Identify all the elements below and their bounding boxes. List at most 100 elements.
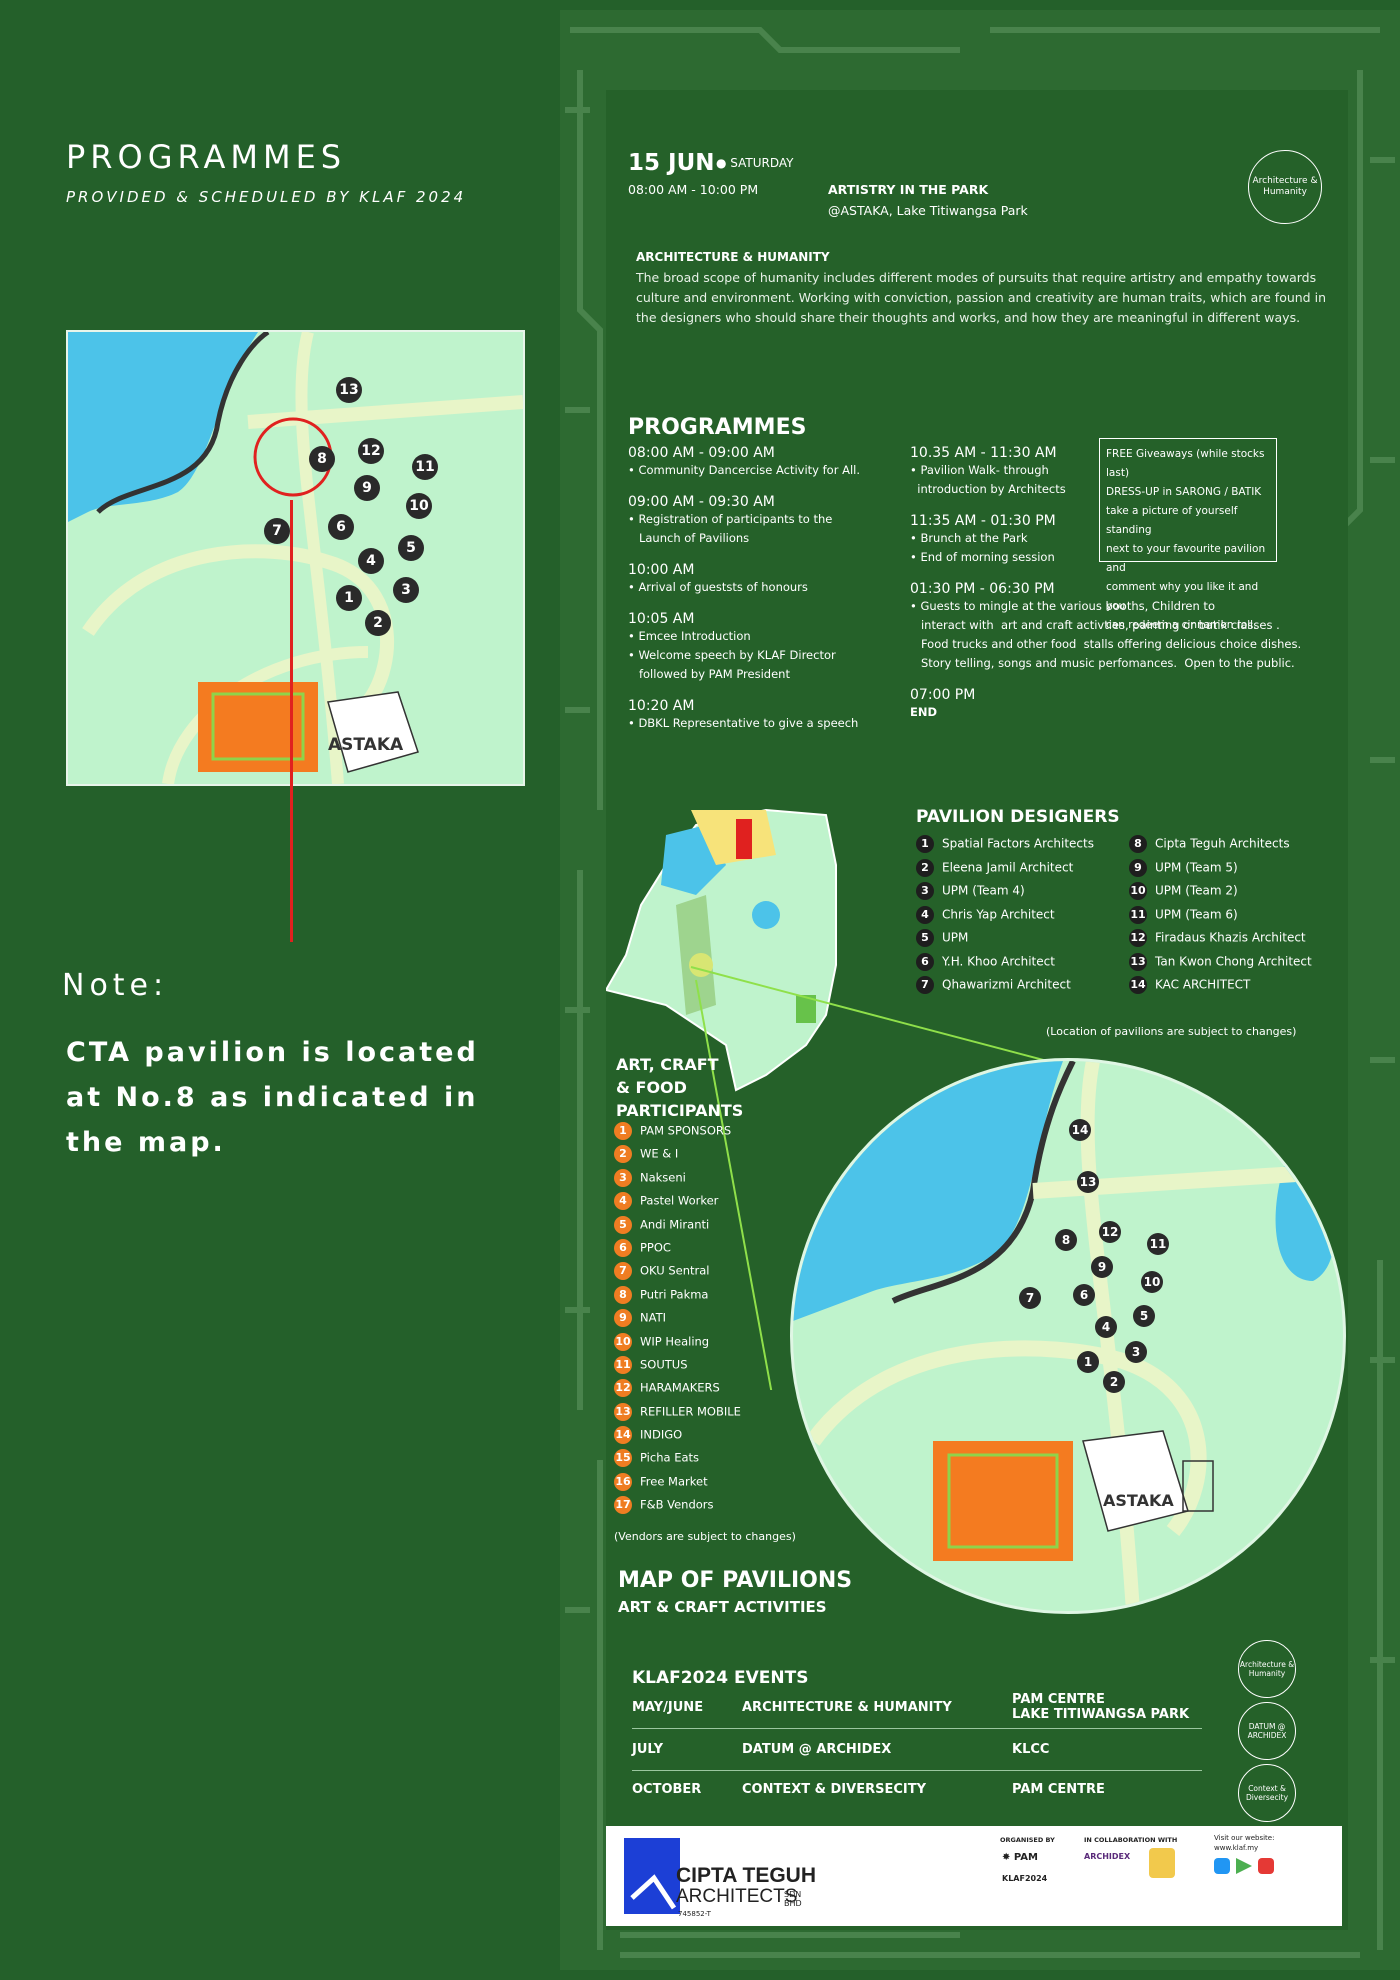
designer-name: Eleena Jamil Architect: [942, 860, 1074, 874]
participant-name: PAM SPONSORS: [640, 1123, 732, 1138]
participant-item: 16 Free Market: [614, 1472, 814, 1496]
events-month: MAY/JUNE: [632, 1700, 704, 1715]
programme-item: • Arrival of gueststs of honours: [628, 580, 808, 594]
theme-badge: Architecture & Humanity: [1248, 150, 1322, 224]
participant-name: WE & I: [640, 1146, 679, 1161]
circle-marker-7: 7: [1019, 1287, 1041, 1309]
circle-marker-12: 12: [1099, 1221, 1121, 1243]
map-marker-2: 2: [365, 610, 391, 636]
note-body: CTA pavilion is located at No.8 as indic…: [66, 1037, 479, 1158]
circle-label-astaka: ASTAKA: [1103, 1491, 1174, 1510]
map-marker-6: 6: [328, 514, 354, 540]
circle-marker-6: 6: [1073, 1284, 1095, 1306]
organised-by: ORGANISED BY: [1000, 1836, 1055, 1844]
designer-name: Tan Kwon Chong Architect: [1155, 954, 1312, 968]
programme-time: 10:20 AM: [628, 698, 695, 714]
map-zoom-lines: [690, 966, 1090, 1390]
theme-heading: ARCHITECTURE & HUMANITY: [636, 250, 830, 264]
map-zoom-detail: 13 8 12 11 9 10 7 6 5 4 3 1 2 ASTAKA: [66, 330, 525, 786]
programme-block: 01:30 PM - 06:30 PM• Guests to mingle at…: [910, 581, 1360, 673]
programme-item: followed by PAM President: [628, 667, 790, 681]
programme-time: 09:00 AM - 09:30 AM: [628, 494, 775, 510]
map-marker-7: 7: [264, 518, 290, 544]
theme-body: The broad scope of humanity includes dif…: [636, 270, 1326, 325]
park-map: [604, 805, 906, 1105]
programme-item: Food trucks and other food stalls offeri…: [910, 637, 1302, 651]
participant-number-icon: 4: [614, 1192, 632, 1211]
programme-block: 11:35 AM - 01:30 PM• Brunch at the Park•…: [910, 513, 1360, 567]
events-venue: PAM CENTRE LAKE TITIWANGSA PARK: [1012, 1692, 1190, 1722]
programme-block: 10.35 AM - 11:30 AM • Pavilion Walk- thro…: [910, 445, 1360, 499]
map-label-astaka: ASTAKA: [328, 735, 404, 755]
programme-time: 10.35 AM - 11:30 AM: [910, 445, 1057, 461]
map-marker-12: 12: [358, 438, 384, 464]
participant-number-icon: 16: [614, 1472, 632, 1491]
events-badge-2: DATUM @ ARCHIDEX: [1238, 1702, 1296, 1760]
company-reg: 745852-T: [678, 1910, 711, 1918]
pointer-line: [290, 500, 293, 942]
website-url[interactable]: www.klaf.my: [1214, 1844, 1259, 1852]
designer-name: UPM (Team 4): [942, 883, 1025, 898]
programme-item: • Welcome speech by KLAF Director: [628, 648, 836, 662]
app-gallery-icon[interactable]: [1258, 1858, 1274, 1874]
designer-number-icon: 8: [1129, 835, 1147, 853]
app-store-icon[interactable]: [1214, 1858, 1230, 1874]
giveaway-line: can redeem a cinnamon roll.: [1106, 619, 1257, 631]
map-zoom-svg: [68, 332, 523, 784]
circle-marker-3: 3: [1125, 1341, 1147, 1363]
map-title: MAP OF PAVILIONS: [618, 1568, 853, 1593]
klaf-logo: KLAF2024: [1002, 1874, 1048, 1883]
participant-name: Putri Pakma: [640, 1287, 709, 1302]
programme-time: 01:30 PM - 06:30 PM: [910, 581, 1055, 597]
designer-item: 13 Tan Kwon Chong Architect: [1129, 952, 1359, 977]
programme-block: 10:20 AM • DBKL Representative to give a …: [628, 698, 918, 733]
participant-number-icon: 15: [614, 1449, 632, 1468]
designer-item: 10 UPM (Team 2): [1129, 882, 1359, 906]
company-name: CIPTA TEGUH: [676, 1864, 816, 1887]
event-venue: @ASTAKA, Lake Titiwangsa Park: [828, 203, 1028, 218]
programme-item: • Registration of participants to the: [628, 512, 833, 526]
designer-number-icon: 6: [916, 952, 934, 971]
map-marker-13: 13: [336, 377, 362, 403]
designer-number-icon: 1: [916, 835, 934, 853]
designer-number-icon: 5: [916, 929, 934, 947]
programme-item: • Pavilion Walk- through: [910, 463, 1049, 477]
map-marker-11: 11: [412, 454, 438, 480]
programme-item: • DBKL Representative to give a speech: [628, 716, 859, 730]
programme-block: 10:00 AM• Arrival of gueststs of honours: [628, 562, 918, 597]
events-venue: PAM CENTRE: [1012, 1782, 1105, 1797]
participant-name: NATI: [640, 1310, 666, 1325]
google-play-icon[interactable]: [1236, 1858, 1252, 1874]
pam-logo-text: PAM: [1013, 1852, 1038, 1863]
participant-name: F&B Vendors: [640, 1497, 714, 1512]
pam-logo: ✸ PAM: [1002, 1852, 1038, 1863]
giveaway-line: take a picture of yourself standing: [1106, 505, 1238, 536]
designer-number-icon: 7: [916, 976, 934, 994]
designer-number-icon: 10: [1129, 882, 1147, 900]
designer-number-icon: 9: [1129, 858, 1147, 877]
designer-name: UPM (Team 2): [1155, 883, 1238, 898]
designer-name: KAC ARCHITECT: [1155, 977, 1251, 992]
programme-item: • End of morning session: [910, 550, 1055, 564]
designer-number-icon: 13: [1129, 952, 1147, 971]
participant-number-icon: 7: [614, 1262, 632, 1281]
events-table: MAY/JUNE ARCHITECTURE & HUMANITY PAM CEN…: [632, 1688, 1202, 1818]
event-day: ● SATURDAY: [716, 156, 794, 170]
participants-heading-3: PARTICIPANTS: [616, 1101, 744, 1120]
map-marker-1: 1: [336, 585, 362, 611]
circle-marker-13: 13: [1077, 1171, 1099, 1193]
designer-item: 8 Cipta Teguh Architects: [1129, 835, 1359, 859]
designer-name: Cipta Teguh Architects: [1155, 836, 1290, 851]
participant-number-icon: 12: [614, 1379, 632, 1398]
map-marker-9: 9: [354, 475, 380, 501]
participant-name: Free Market: [640, 1474, 708, 1489]
